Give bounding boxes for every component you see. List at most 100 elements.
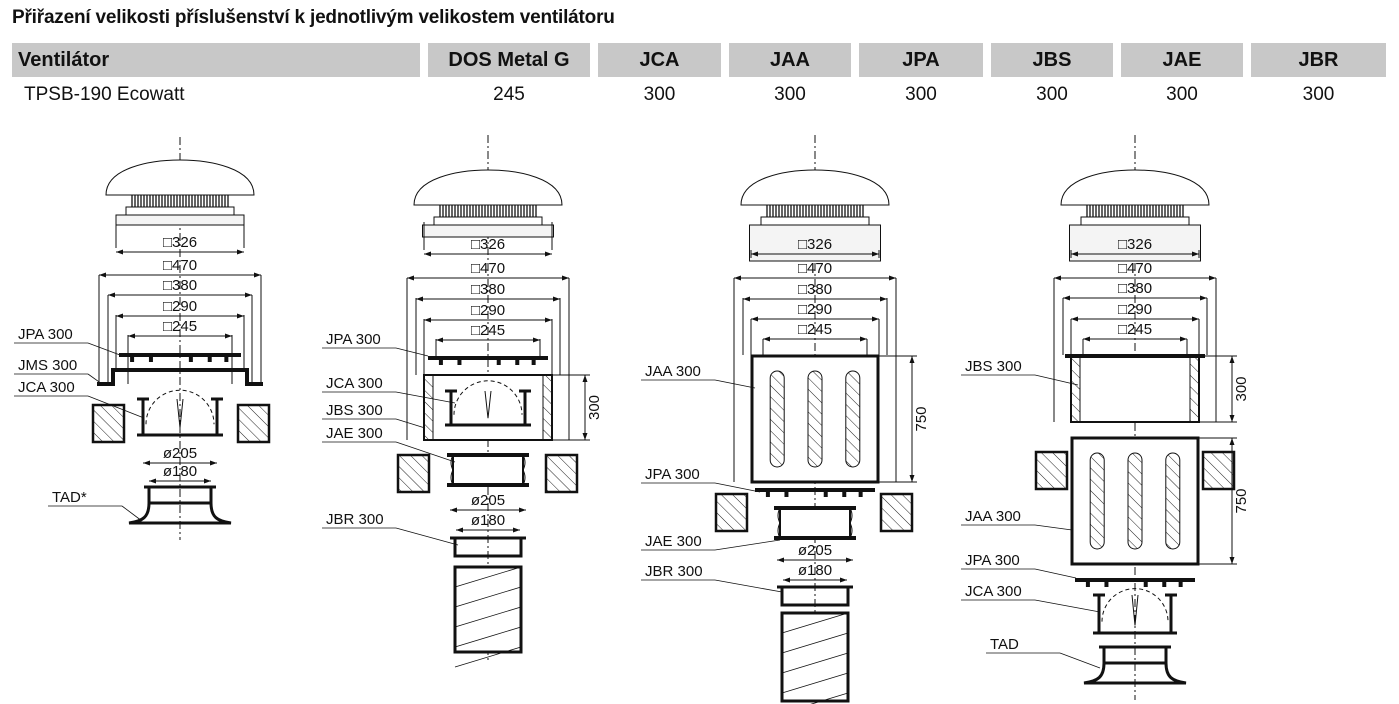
spiral-duct (453, 565, 523, 654)
silencer-baffle (1165, 452, 1181, 550)
jpa-tab (496, 358, 501, 365)
table-header-row: Ventilátor DOS Metal G JCA JAA JPA JBS J… (12, 43, 1386, 77)
duct-seam (781, 672, 849, 694)
arrowhead (1063, 295, 1070, 301)
fan-hood (413, 169, 563, 206)
damper-flap (484, 390, 492, 419)
jpa-tab (207, 355, 212, 362)
jpa-tab (515, 358, 520, 365)
arrowhead (562, 275, 569, 281)
leader-line (395, 347, 429, 357)
arrowhead (1229, 356, 1235, 363)
fan-fins (766, 205, 864, 217)
leader-line (1034, 599, 1101, 613)
dimension-text: □380 (1118, 280, 1152, 297)
silencer-baffle (1127, 452, 1143, 550)
fan-hood (105, 159, 255, 196)
arrowhead (245, 292, 252, 298)
leader-line (1034, 524, 1073, 531)
duct-seam (810, 692, 849, 704)
part-label: JMS 300 (18, 357, 77, 374)
cell-jbs: 300 (1036, 84, 1068, 105)
silencer-baffle (845, 370, 861, 468)
leader-line (714, 379, 756, 389)
arrowhead (909, 356, 915, 363)
dimension-text: 300 (586, 395, 603, 420)
arrowhead (1229, 438, 1235, 445)
cell-fan: TPSB-190 Ecowatt (24, 84, 185, 105)
dimension-text: □245 (163, 318, 197, 335)
fan-base-plate (422, 224, 554, 238)
duct-seam (781, 652, 849, 674)
leader-line (1059, 652, 1101, 669)
dimension-text: 300 (1233, 376, 1250, 401)
arrowhead (416, 296, 423, 302)
arrowhead (436, 337, 443, 343)
cell-jaa: 300 (774, 84, 806, 105)
duct-seam (454, 646, 522, 668)
dimension-text: □290 (163, 298, 197, 315)
part-label: JPA 300 (965, 552, 1020, 569)
col-header-jbs: JBS (991, 43, 1113, 77)
part-label: JBR 300 (326, 511, 384, 528)
part-label: JAA 300 (645, 363, 701, 380)
fan-motor-housing (433, 216, 543, 226)
col-header-dos-metal-g: DOS Metal G (428, 43, 590, 77)
arrowhead (533, 337, 540, 343)
dimension-text: 750 (1233, 488, 1250, 513)
damper-flap (1131, 594, 1139, 626)
jpa-tab (1104, 580, 1109, 587)
dimension-text: □326 (1118, 236, 1152, 253)
part-label: JBS 300 (326, 402, 383, 419)
jms-mounting-frame (97, 368, 263, 386)
roof-wall-section (879, 492, 914, 533)
roof-wall-section (236, 403, 271, 444)
jpa-tab (130, 355, 135, 362)
part-label: JAE 300 (326, 425, 383, 442)
arrowhead (777, 557, 784, 563)
arrowhead (237, 313, 244, 319)
leader-line (714, 539, 781, 551)
part-label: JCA 300 (326, 375, 383, 392)
part-label: JCA 300 (965, 583, 1022, 600)
dimension-text: ø180 (471, 512, 505, 529)
part-label: TAD (990, 636, 1019, 653)
arrowhead (225, 333, 232, 339)
jae-elastic-connector (452, 454, 524, 486)
leader-line (714, 579, 783, 593)
arrowhead (734, 275, 741, 281)
jae-bellows (777, 507, 853, 539)
fan-fins (131, 195, 229, 207)
arrowhead (424, 251, 431, 257)
arrowhead (860, 336, 867, 342)
duct-seam (454, 586, 522, 608)
dimension-text: ø205 (163, 445, 197, 462)
duct-seam (454, 606, 522, 628)
jbs-insulation (1070, 355, 1081, 423)
roof-wall-section (1201, 450, 1236, 491)
arrowhead (545, 317, 552, 323)
arrowhead (751, 316, 758, 322)
fan-base-plate (1069, 224, 1201, 262)
jpa-tab (1162, 580, 1167, 587)
part-label: JPA 300 (326, 331, 381, 348)
leader-line (395, 418, 426, 429)
cell-jpa: 300 (905, 84, 937, 105)
dimension-text: □380 (163, 277, 197, 294)
jpa-tab (224, 355, 229, 362)
roof-wall-section (396, 453, 431, 494)
extension-lines (98, 275, 262, 384)
jpa-tab (531, 358, 536, 365)
jpa-tab (438, 358, 443, 365)
arrowhead (128, 333, 135, 339)
arrowhead (424, 317, 431, 323)
jpa-tab (148, 355, 153, 362)
dimension-text: □326 (798, 236, 832, 253)
arrowhead (846, 557, 853, 563)
part-label: JPA 300 (18, 326, 73, 343)
cell-jbr: 300 (1302, 84, 1335, 105)
roof-wall-section (91, 403, 126, 444)
silencer-baffle (807, 370, 823, 468)
jpa-tab (457, 358, 462, 365)
